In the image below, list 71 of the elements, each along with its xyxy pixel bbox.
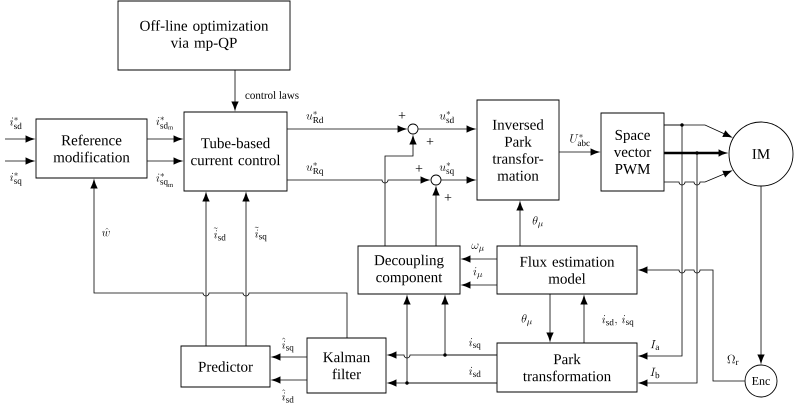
arrow — [664, 170, 732, 186]
sign-label: + — [398, 112, 406, 119]
summing-junction — [408, 124, 418, 134]
arrow — [4, 158, 34, 164]
edge-label: $i^{*}_{\mathrm{sq}_\mathrm{m}}$ — [156, 173, 173, 187]
arrow — [232, 70, 238, 110]
edge-label: $u^{*}_{\mathrm{Rq}}$ — [306, 162, 324, 176]
arrow — [287, 126, 406, 132]
edge-label: $I_{\mathrm{a}}$ — [650, 340, 660, 350]
edge-label: $\hat{w}$ — [102, 228, 110, 236]
edge-label: control laws — [245, 91, 299, 99]
arrow — [272, 376, 307, 384]
process-box: Flux estimation model — [496, 246, 638, 294]
arrow — [638, 152, 698, 386]
process-box: Park transformation — [496, 342, 638, 392]
sign-label: + — [416, 165, 422, 172]
edge-label: $\hat{i}_{\mathrm{sq}}$ — [282, 338, 294, 352]
process-box: Predictor — [180, 346, 270, 388]
process-box: Kalman filter — [306, 338, 386, 394]
arrow — [462, 256, 497, 262]
arrow — [758, 186, 764, 364]
arrow — [272, 354, 307, 360]
edge-label: $i_{\mathrm{sq}}$ — [469, 338, 481, 350]
process-box: Tube-based current control — [184, 112, 288, 192]
arrow — [418, 126, 476, 132]
edge-label: $\omega_{\mu}$ — [471, 244, 484, 253]
arrow — [638, 266, 745, 382]
edge-label: $u^{*}_{\mathrm{sq}}$ — [440, 162, 454, 176]
arrow — [147, 158, 182, 164]
edge-label: $\theta_{\mu}$ — [532, 216, 543, 228]
edge-label: $I_{\mathrm{b}}$ — [650, 368, 660, 378]
arrow — [442, 296, 497, 356]
arrow — [441, 176, 476, 184]
sign-label: + — [444, 194, 452, 201]
edge-label: $i_{\mathrm{sd}},\, i_{\mathrm{sq}}$ — [602, 315, 634, 327]
edge-label: $\tilde{i}_{\mathrm{sd}}$ — [214, 228, 226, 240]
process-box: Reference modification — [36, 118, 148, 178]
edge-label: $U^{*}_{\mathrm{abc}}$ — [570, 134, 590, 146]
arrow — [242, 192, 250, 346]
process-box: Decoupling component — [358, 246, 460, 294]
process-box: Off-line optimization via mp-QP — [118, 0, 290, 70]
arrow — [432, 186, 440, 246]
summing-junction — [430, 174, 442, 186]
edge-label: $i_{\mathrm{sd}}$ — [469, 366, 481, 378]
edge-label: $\theta_{\mu}$ — [522, 314, 532, 326]
arrow — [462, 282, 497, 288]
edge-label: $i_{\mu}$ — [473, 267, 482, 279]
edge-label: $i^{*}_{\mathrm{sd}_\mathrm{m}}$ — [156, 116, 173, 130]
edge-label: $i^{*}_{\mathrm{sq}}$ — [10, 172, 22, 186]
arrow — [638, 124, 682, 360]
arrow — [580, 296, 588, 343]
sign-label: + — [426, 138, 434, 145]
edge-label: $\hat{i}_{\mathrm{sd}}$ — [282, 389, 294, 403]
edge-label: $\Omega_{\mathrm{r}}$ — [728, 354, 738, 365]
arrow — [404, 296, 497, 384]
arrow — [90, 180, 348, 338]
arrow — [287, 176, 430, 184]
process-box: Inversed Park transfor-mation — [476, 100, 560, 200]
arrow — [384, 136, 416, 246]
process-box: Space vector PWM — [600, 112, 664, 192]
edge-label: $\tilde{i}_{\mathrm{sq}}$ — [254, 226, 267, 242]
arrow — [559, 148, 600, 156]
edge-label: $i^{*}_{\mathrm{sd}}$ — [10, 116, 22, 130]
arrow — [546, 294, 554, 342]
arrow — [516, 202, 524, 246]
arrow — [202, 192, 210, 346]
edge-label: $u^{*}_{\mathrm{sd}}$ — [440, 110, 454, 124]
arrow — [664, 150, 726, 156]
arrow — [4, 136, 34, 142]
arrow — [147, 136, 182, 142]
edge-label: $u^{*}_{\mathrm{Rd}}$ — [306, 110, 324, 124]
